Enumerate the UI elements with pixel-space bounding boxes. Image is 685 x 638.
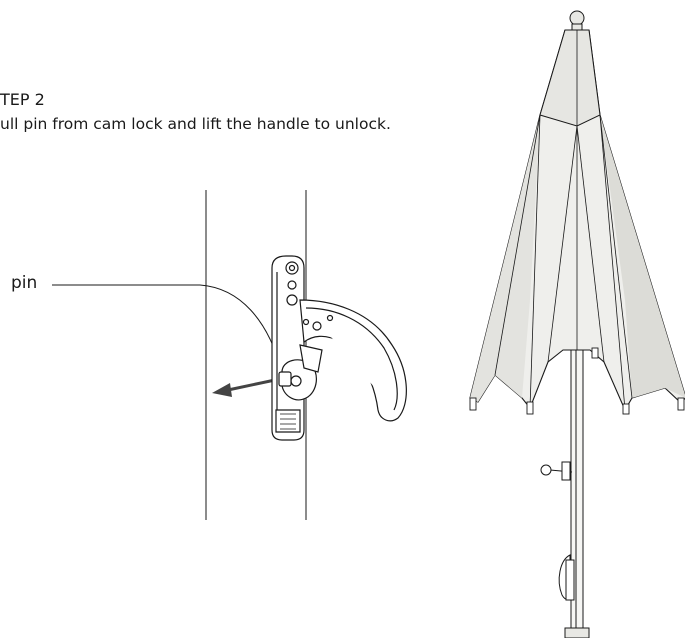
pin-leader-line <box>52 284 283 373</box>
crank-handle <box>540 461 573 481</box>
arrow-left-icon <box>212 378 276 397</box>
cam-lock <box>271 255 407 441</box>
umbrella-base <box>564 627 590 638</box>
step-instruction: ull pin from cam lock and lift the handl… <box>0 115 391 133</box>
pole-cam-lock <box>558 554 575 601</box>
umbrella <box>469 10 685 638</box>
step-title: TEP 2 <box>0 90 45 109</box>
umbrella-finial <box>569 10 585 26</box>
pin-callout-label: pin <box>11 273 38 293</box>
